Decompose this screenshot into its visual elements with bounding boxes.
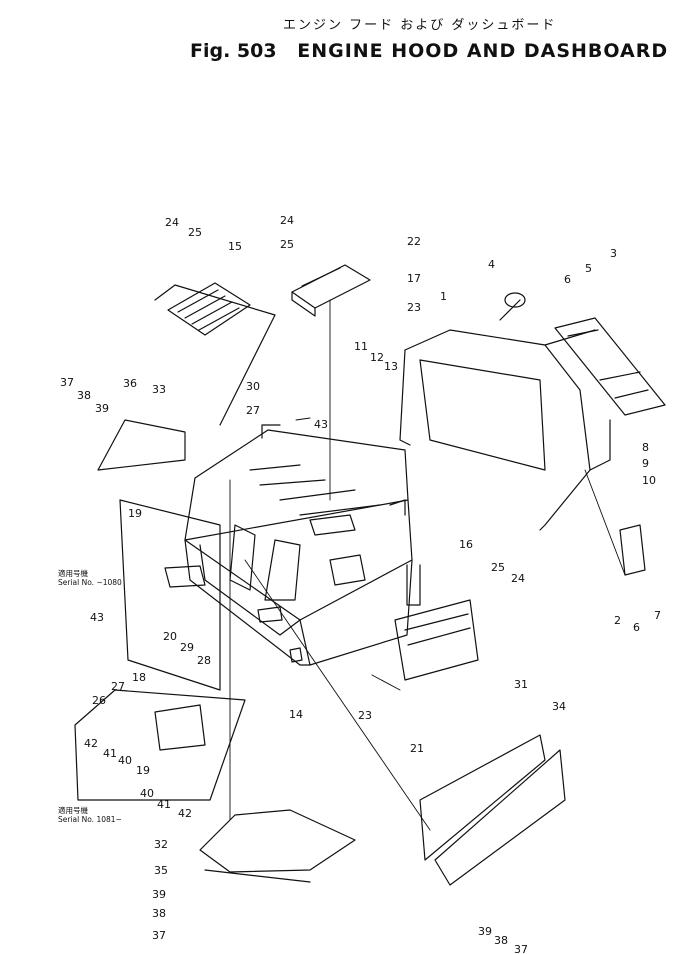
serial-note-early-jp: 適用号機 xyxy=(58,569,88,578)
bracket-2 xyxy=(619,524,646,576)
callout-label: 6 xyxy=(633,621,640,634)
callout-label: 38 xyxy=(77,389,91,402)
callout-label: 28 xyxy=(197,654,211,667)
callout-label: 24 xyxy=(165,216,179,229)
leader-lines xyxy=(229,299,626,831)
top-cover-plate xyxy=(291,264,371,317)
callout-label: 37 xyxy=(60,376,74,389)
callout-label: 4 xyxy=(488,258,495,271)
insulation-pads-31-34 xyxy=(419,734,566,886)
callout-label: 27 xyxy=(246,404,260,417)
side-cover-16 xyxy=(394,599,479,681)
serial-note-late-en: Serial No. 1081~ xyxy=(58,815,122,824)
callout-label: 14 xyxy=(289,708,303,721)
figure-number: Fig. 503 xyxy=(190,40,277,62)
callout-label: 6 xyxy=(564,273,571,286)
callout-label: 13 xyxy=(384,360,398,373)
callout-label: 23 xyxy=(407,301,421,314)
callout-label: 11 xyxy=(354,340,368,353)
detail-inset-frame xyxy=(74,499,246,801)
callout-numbers: 24 25 15 24 25 22 17 23 4 6 5 3 1 11 12 … xyxy=(60,214,661,954)
figure-heading: ENGINE HOOD AND DASHBOARD xyxy=(297,40,669,62)
callout-label: 21 xyxy=(410,742,424,755)
callout-label: 3 xyxy=(610,247,617,260)
callout-label: 38 xyxy=(152,907,166,920)
callout-label: 24 xyxy=(280,214,294,227)
serial-note-late-jp: 適用号機 xyxy=(58,806,88,815)
callout-label: 22 xyxy=(407,235,421,248)
callout-label: 25 xyxy=(188,226,202,239)
callout-label: 7 xyxy=(654,609,661,622)
insulation-pads-32-35 xyxy=(199,809,356,883)
serial-note-late: 適用号機 Serial No. 1081~ xyxy=(58,806,122,824)
callout-label: 37 xyxy=(514,943,528,954)
insulation-pad-33 xyxy=(97,419,186,471)
callout-label: 43 xyxy=(90,611,104,624)
callout-label: 10 xyxy=(642,474,656,487)
callout-label: 38 xyxy=(494,934,508,947)
callout-label: 33 xyxy=(152,383,166,396)
callout-label: 40 xyxy=(140,787,154,800)
callout-label: 29 xyxy=(180,641,194,654)
dashboard-frame xyxy=(399,292,611,531)
callout-label: 35 xyxy=(154,864,168,877)
callout-label: 39 xyxy=(152,888,166,901)
callout-label: 41 xyxy=(157,798,171,811)
japanese-title: エンジン フード および ダッシュボード xyxy=(283,18,557,33)
callout-label: 41 xyxy=(103,747,117,760)
callout-label: 17 xyxy=(407,272,421,285)
callout-label: 9 xyxy=(642,457,649,470)
louver-panel xyxy=(154,282,276,426)
callout-label: 12 xyxy=(370,351,384,364)
callout-label: 20 xyxy=(163,630,177,643)
callout-label: 30 xyxy=(246,380,260,393)
callout-label: 1 xyxy=(440,290,447,303)
callout-label: 15 xyxy=(228,240,242,253)
callout-label: 26 xyxy=(92,694,106,707)
callout-label: 39 xyxy=(478,925,492,938)
callout-label: 2 xyxy=(614,614,621,627)
callout-label: 36 xyxy=(123,377,137,390)
serial-note-early: 適用号機 Serial No. ~1080 xyxy=(58,569,122,587)
callout-label: 27 xyxy=(111,680,125,693)
callout-label: 19 xyxy=(128,507,142,520)
callout-label: 42 xyxy=(84,737,98,750)
callout-label: 5 xyxy=(585,262,592,275)
callout-label: 42 xyxy=(178,807,192,820)
callout-label: 25 xyxy=(491,561,505,574)
callout-label: 24 xyxy=(511,572,525,585)
callout-label: 37 xyxy=(152,929,166,942)
engine-hood xyxy=(164,424,421,666)
callout-label: 34 xyxy=(552,700,566,713)
callout-label: 43 xyxy=(314,418,328,431)
callout-label: 8 xyxy=(642,441,649,454)
callout-label: 31 xyxy=(514,678,528,691)
callout-label: 39 xyxy=(95,402,109,415)
callout-label: 19 xyxy=(136,764,150,777)
callout-label: 32 xyxy=(154,838,168,851)
figure-title: Fig. 503 ENGINE HOOD AND DASHBOARD xyxy=(190,40,668,62)
callout-label: 18 xyxy=(132,671,146,684)
serial-note-early-en: Serial No. ~1080 xyxy=(58,578,122,587)
callout-label: 40 xyxy=(118,754,132,767)
callout-label: 23 xyxy=(358,709,372,722)
side-panel xyxy=(554,317,666,416)
callout-label: 16 xyxy=(459,538,473,551)
callout-label: 25 xyxy=(280,238,294,251)
